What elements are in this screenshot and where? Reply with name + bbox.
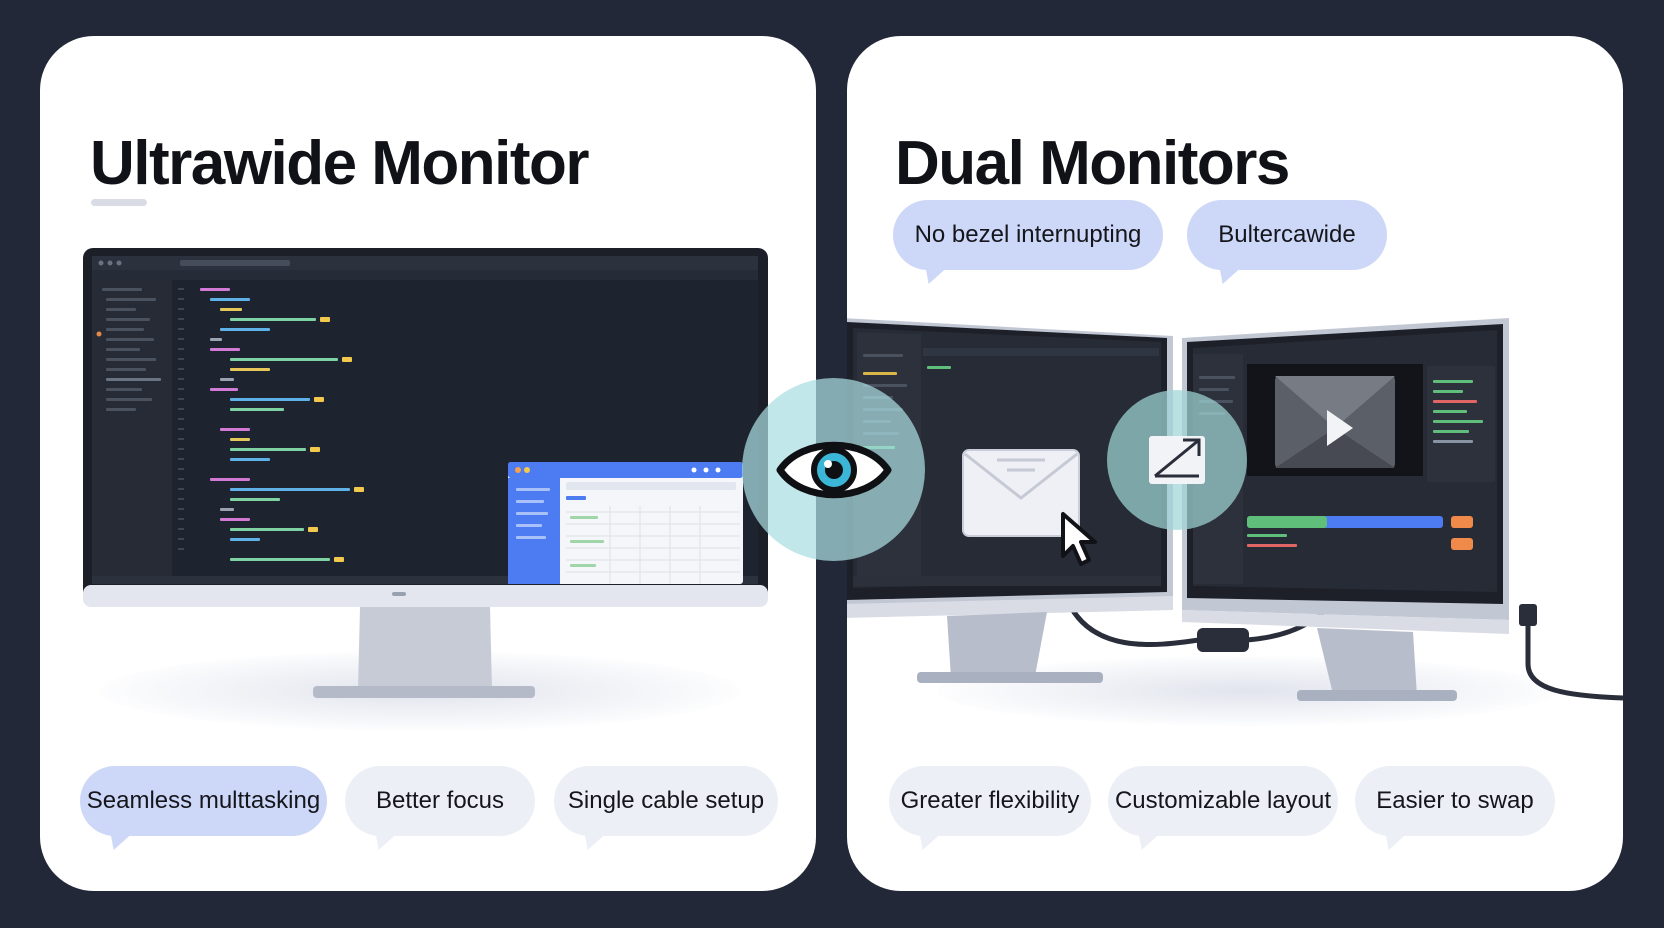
play-icon bbox=[1275, 376, 1395, 468]
bubble-easier-to-swap: Easier to swap bbox=[1355, 766, 1555, 850]
bubble-seamless-multitasking: Seamless multtasking bbox=[80, 766, 327, 850]
bubble-single-cable-setup: Single cable setup bbox=[554, 766, 778, 850]
bubble-better-focus: Better focus bbox=[345, 766, 535, 850]
bubble-greater-flexibility: Greater flexibility bbox=[889, 766, 1091, 850]
title-divider bbox=[91, 199, 147, 206]
ultrawide-panel: Ultrawide Monitor bbox=[40, 36, 816, 891]
eye-icon bbox=[776, 441, 891, 498]
ultrawide-monitor-illustration bbox=[83, 248, 768, 698]
cursor-icon bbox=[1061, 512, 1097, 566]
dual-monitors-title: Dual Monitors bbox=[895, 129, 1290, 198]
dual-monitors-panel: Dual Monitors No bezel internupting Bult… bbox=[847, 36, 1623, 891]
bubble-no-bezel: No bezel internupting bbox=[893, 200, 1163, 284]
editor-sidebar bbox=[92, 280, 172, 576]
editor-topbar bbox=[92, 256, 758, 270]
dual-monitors-illustration bbox=[847, 318, 1623, 701]
ultrawide-title: Ultrawide Monitor bbox=[90, 129, 590, 198]
envelope-icon bbox=[962, 449, 1080, 537]
center-eye-badge bbox=[742, 378, 925, 561]
floating-app-window bbox=[508, 462, 743, 584]
bubble-customizable-layout: Customizable layout bbox=[1108, 766, 1338, 850]
bubble-bultercawide: Bultercawide bbox=[1187, 200, 1387, 284]
resize-icon bbox=[1149, 436, 1205, 484]
code-lines bbox=[200, 288, 364, 562]
